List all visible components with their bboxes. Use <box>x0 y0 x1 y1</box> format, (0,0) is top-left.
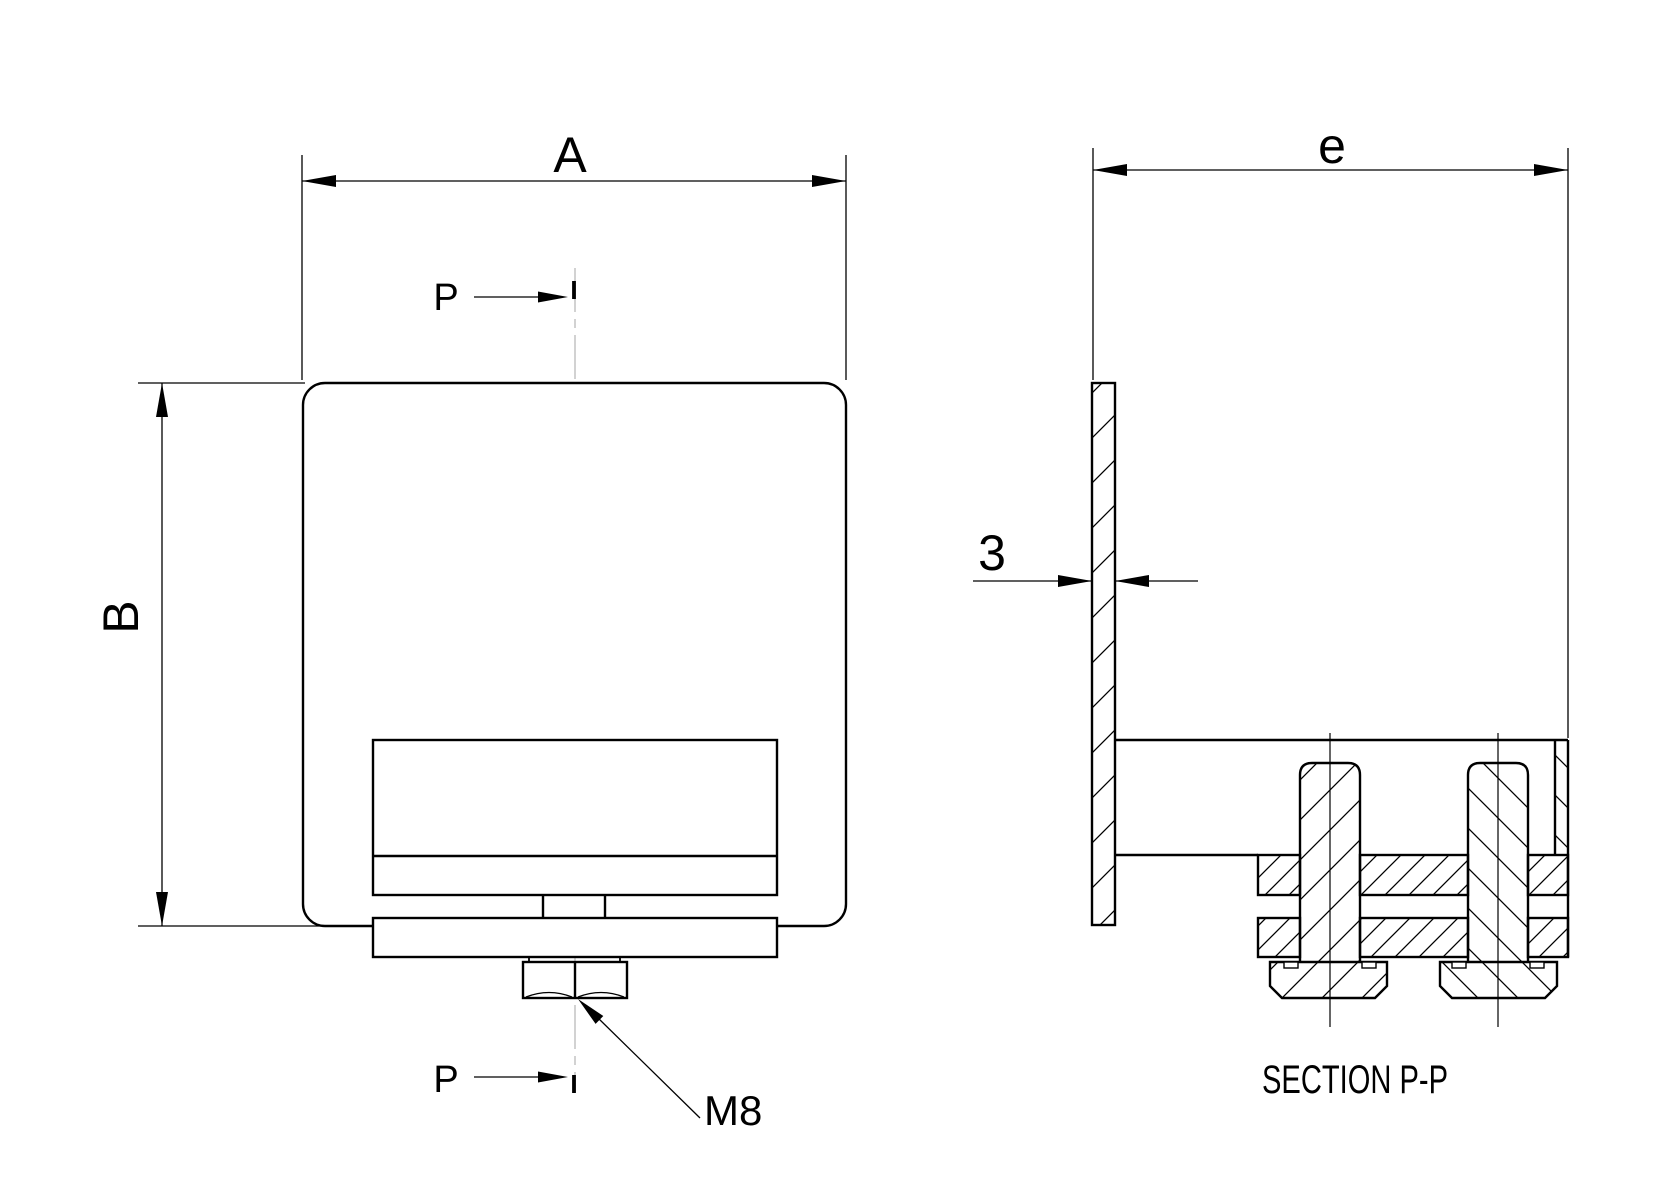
nut-right-washer-step <box>1529 961 1545 969</box>
dim-e-arrow-left <box>1093 164 1127 176</box>
dimension-thickness: 3 <box>973 525 1198 587</box>
back-plate-section <box>1090 381 1117 927</box>
thread-callout-arrow <box>578 999 604 1024</box>
section-view-title: SECTION P-P <box>1262 1058 1448 1102</box>
dim-3-label: 3 <box>978 525 1006 581</box>
nut-left-section <box>1268 960 1389 1000</box>
section-marker-top-label: P <box>433 277 458 319</box>
dim-A-arrow-left <box>302 175 336 187</box>
base-plate-section <box>1256 916 1570 959</box>
thread-callout-label: M8 <box>704 1087 762 1134</box>
section-arrow-top <box>538 291 568 303</box>
dim-3-arrow-left <box>1058 575 1092 587</box>
clamp-block <box>371 738 779 897</box>
section-marker-top: P <box>433 277 576 319</box>
nut-right-washer-step <box>1451 961 1467 969</box>
dimension-A: A <box>301 127 847 380</box>
dim-A-label: A <box>553 127 587 183</box>
section-view: e 3 <box>973 118 1570 1102</box>
section-marker-bottom: P <box>433 1059 576 1101</box>
hex-nut-chamfer-arcs <box>525 991 625 998</box>
section-marker-bottom-label: P <box>433 1059 458 1101</box>
dim-e-label: e <box>1318 118 1346 174</box>
section-arrow-bottom <box>538 1071 568 1083</box>
right-lip-section <box>1553 740 1568 855</box>
thread-callout: M8 <box>578 999 762 1134</box>
dim-e-arrow-right <box>1534 164 1568 176</box>
dim-B-arrow-bottom <box>156 892 168 926</box>
base-plate <box>371 916 779 959</box>
dim-3-arrow-right <box>1115 575 1149 587</box>
dim-B-label: B <box>93 600 149 633</box>
front-view: A B P P M8 <box>93 127 848 1134</box>
nut-left-washer-step <box>1361 961 1377 969</box>
dim-B-arrow-top <box>156 383 168 417</box>
nut-left-washer-step <box>1283 961 1299 969</box>
dim-A-arrow-right <box>812 175 846 187</box>
clamp-jaw-section <box>1256 853 1570 897</box>
dimension-B: B <box>93 382 325 927</box>
dimension-e: e <box>1092 118 1569 738</box>
